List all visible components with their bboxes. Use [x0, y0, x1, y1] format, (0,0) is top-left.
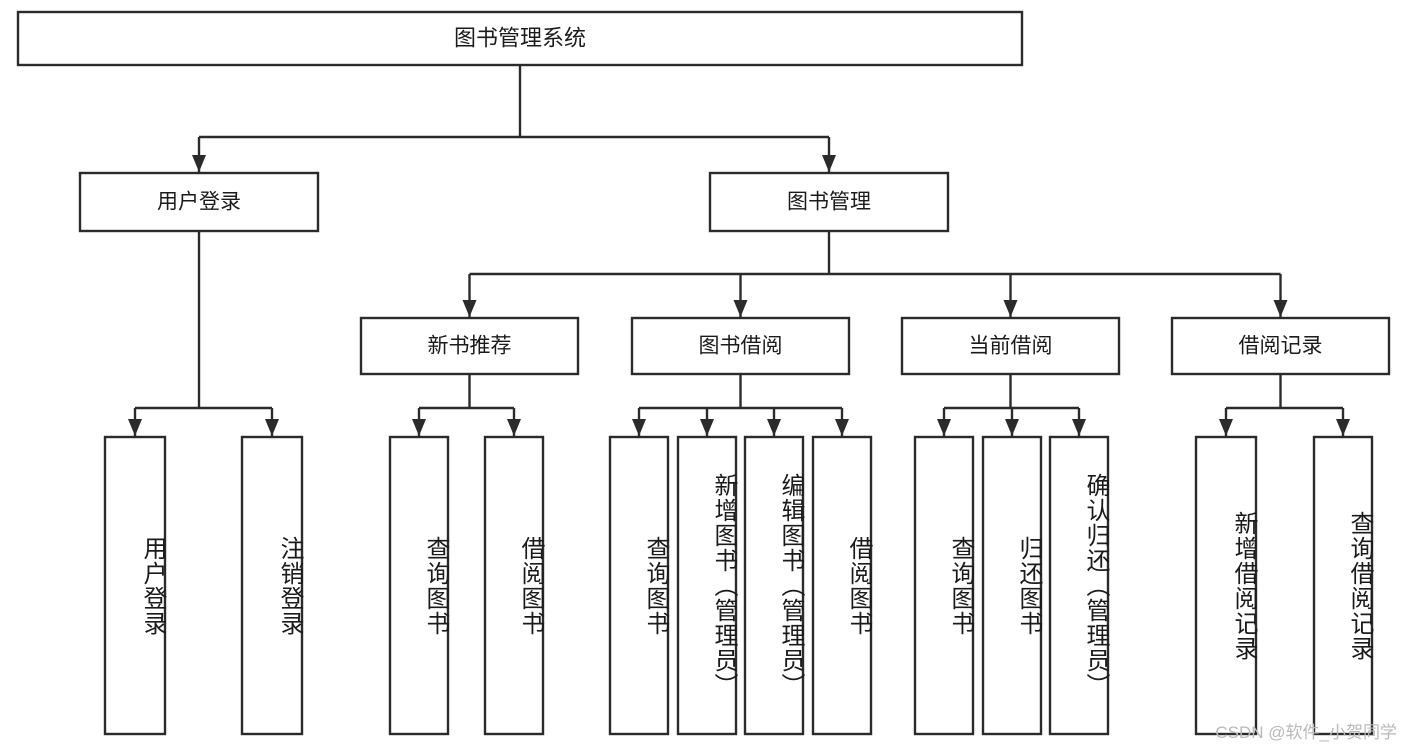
leaf-node-box-leaf-user-login[interactable] [103, 435, 167, 736]
level3-node-box-book-borrow[interactable] [630, 316, 851, 376]
arrow-head-icon [835, 419, 849, 436]
arrow-head-icon [1219, 419, 1233, 436]
level3-node-label-borrow-record: 借阅记录 [1239, 335, 1323, 358]
leaf-node-box-leaf-confirm-return[interactable] [1048, 435, 1110, 736]
root-node-label: 图书管理系统 [454, 25, 586, 50]
level3-node-label-book-borrow: 图书借阅 [699, 335, 783, 358]
level2-node-box-book-manage[interactable] [708, 171, 950, 233]
level2-node-label-user-login: 用户登录 [157, 191, 241, 214]
arrow-head-icon [128, 419, 142, 436]
arrow-head-icon [733, 300, 748, 317]
arrow-head-icon [462, 300, 477, 317]
leaf-node-box-leaf-query-record[interactable] [1312, 435, 1374, 736]
arrow-head-icon [700, 419, 714, 436]
watermark-text: CSDN @软件_小贺同学 [1215, 723, 1397, 742]
node-boxes [16, 10, 1391, 736]
arrow-head-icon [767, 419, 781, 436]
leaf-node-box-leaf-add-book[interactable] [676, 435, 738, 736]
leaf-node-box-leaf-edit-book[interactable] [743, 435, 805, 736]
level2-node-label-book-manage: 图书管理 [787, 191, 871, 214]
arrow-head-icon [937, 419, 951, 436]
arrow-head-icon [1072, 419, 1086, 436]
leaf-node-box-leaf-query-book-1[interactable] [388, 435, 450, 736]
level3-node-box-borrow-record[interactable] [1170, 316, 1391, 376]
arrow-head-icon [507, 419, 521, 436]
leaf-node-box-leaf-query-book-3[interactable] [913, 435, 975, 736]
level3-node-label-new-book-recommend: 新书推荐 [428, 335, 512, 358]
level3-node-box-current-borrow[interactable] [900, 316, 1121, 376]
leaf-node-box-leaf-borrow-book-1[interactable] [483, 435, 545, 736]
arrow-head-icon [1005, 419, 1019, 436]
leaf-node-box-leaf-query-book-2[interactable] [608, 435, 670, 736]
leaf-node-box-leaf-add-record[interactable] [1194, 435, 1258, 736]
arrow-head-icon [1003, 300, 1018, 317]
leaf-node-box-leaf-user-logout[interactable] [240, 435, 304, 736]
arrow-head-icon [192, 155, 206, 172]
level3-node-box-new-book-recommend[interactable] [359, 316, 580, 376]
level3-node-label-current-borrow: 当前借阅 [969, 335, 1053, 358]
leaf-node-box-leaf-return-book[interactable] [981, 435, 1043, 736]
arrow-head-icon [822, 155, 836, 172]
arrow-head-icon [412, 419, 426, 436]
connector-lines [128, 65, 1350, 436]
level2-node-box-user-login[interactable] [78, 171, 320, 233]
arrow-head-icon [632, 419, 646, 436]
leaf-node-box-leaf-borrow-book-2[interactable] [811, 435, 873, 736]
arrow-head-icon [1336, 419, 1350, 436]
root-node-box[interactable] [16, 10, 1024, 67]
arrow-head-icon [1273, 300, 1288, 317]
arrow-head-icon [265, 419, 279, 436]
